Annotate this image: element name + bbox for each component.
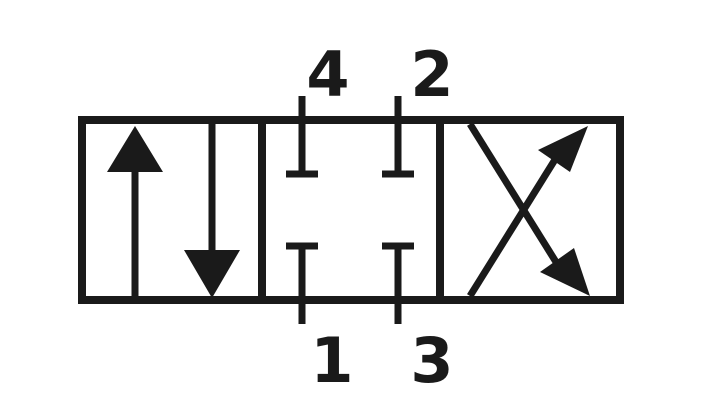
cross-arrow-down-shaft: [467, 122, 559, 264]
cross-arrow-down-icon: [540, 248, 590, 296]
arrow-up-icon: [107, 126, 163, 172]
port-label-3: 3: [410, 324, 453, 397]
left-position-box: [107, 124, 240, 300]
center-position-box: [286, 96, 414, 324]
port-label-4: 4: [306, 38, 349, 111]
valve-body: [78, 116, 624, 304]
cross-arrow-up-shaft: [467, 156, 559, 298]
port-label-2: 2: [410, 38, 453, 111]
arrow-down-icon: [184, 250, 240, 298]
right-position-box: [467, 122, 590, 298]
valve-outline: [78, 116, 624, 304]
port-label-1: 1: [310, 324, 353, 397]
cross-arrow-up-icon: [538, 126, 588, 172]
